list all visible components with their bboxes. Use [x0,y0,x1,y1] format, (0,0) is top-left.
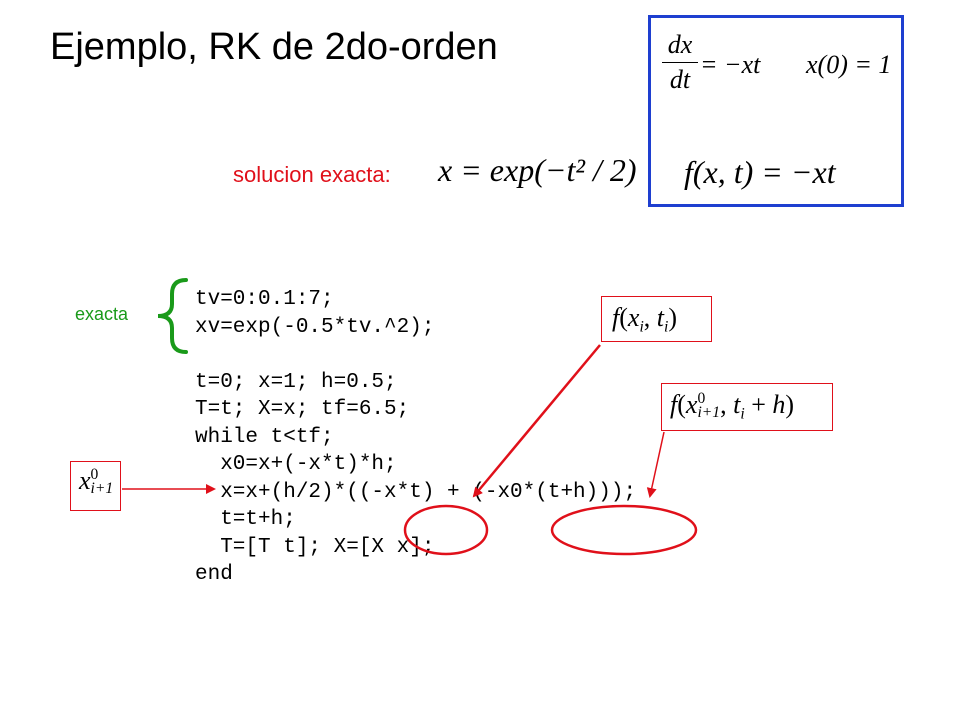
code-line-8: x=x+(h/2)*((-x*t) + (-x0*(t+h))); [195,480,637,504]
function-definition: f(x, t) = −xt [684,154,836,190]
code-line-7: x0=x+(-x*t)*h; [195,453,397,476]
code-line-2: xv=exp(-0.5*tv.^2); [195,315,435,339]
circle-xt-term [403,504,489,556]
green-brace [157,278,188,354]
equation-box [648,15,904,207]
code-line-1: tv=0:0.1:7; [195,288,334,311]
f-xi-ti-expression: f(xi, ti) [612,303,678,336]
code-line-5: T=t; X=x; tf=6.5; [195,398,410,421]
fraction-bar [662,62,698,63]
slide-title: Ejemplo, RK de 2do-orden [50,26,498,68]
code-block: tv=0:0.1:7; xv=exp(-0.5*tv.^2); t=0; x=1; … [195,286,636,589]
f-xi-ti-box: f(xi, ti) [601,296,712,342]
circle-x0-term [550,504,698,556]
code-line-4: t=0; x=1; h=0.5; [195,370,397,394]
arrow-f-x0-i1 [646,431,665,498]
derivative-fraction: dx dt [662,30,698,95]
code-line-9: t=t+h; [195,508,296,531]
fraction-denominator: dt [669,65,691,94]
code-line-6: while t<tf; [195,425,334,449]
exacta-label: exacta [75,304,129,324]
code-line-11: end [195,563,233,586]
ode-rhs: = −xt [700,50,761,79]
fraction-numerator: dx [667,30,693,59]
arrow-f-xi-ti [472,344,601,498]
initial-condition: x(0) = 1 [806,50,892,79]
solution-label: solucion exacta: [233,162,391,187]
solution-equation: x = exp(−t² / 2) [438,152,637,188]
